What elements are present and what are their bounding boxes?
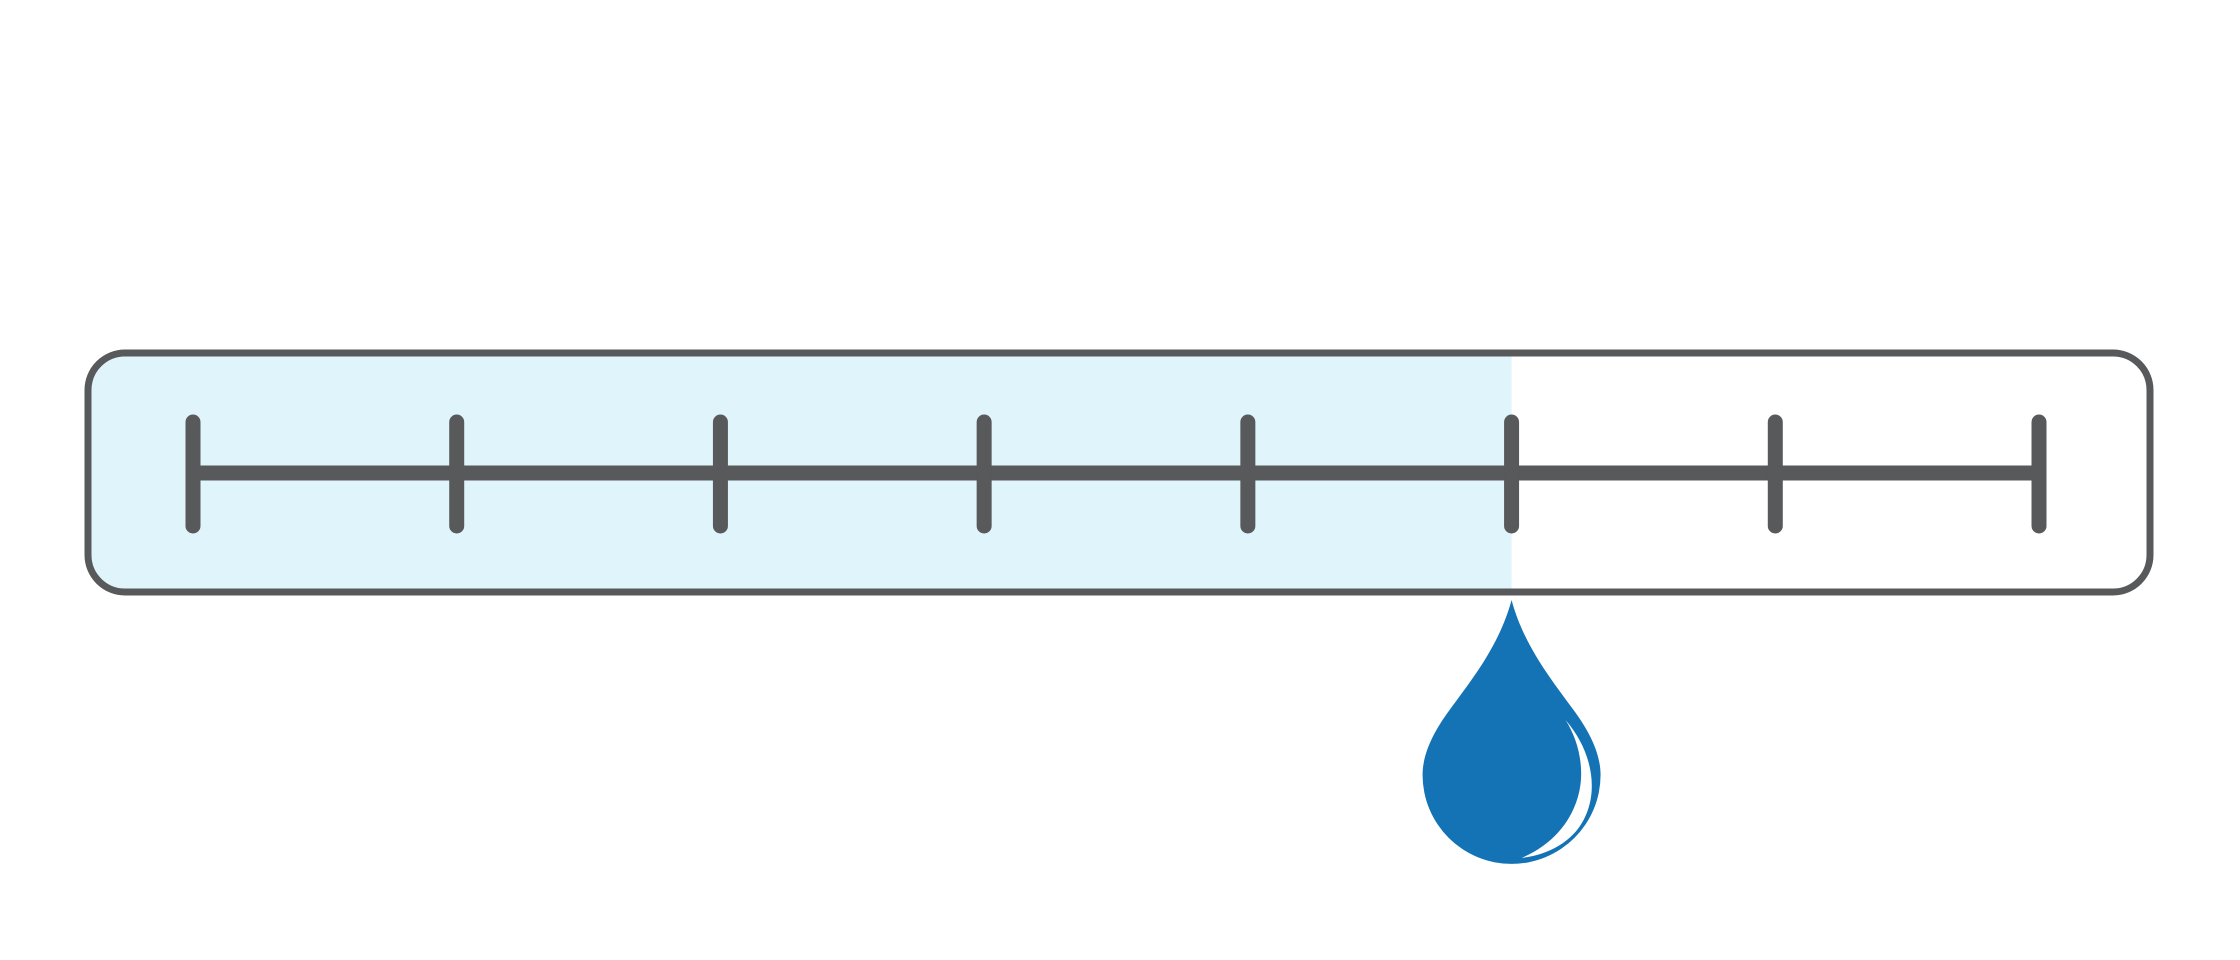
scale-ticks	[185, 414, 2047, 534]
water-drop-icon	[1422, 600, 1601, 864]
water-drop-body	[1422, 600, 1601, 864]
water-drop-highlight	[1521, 720, 1592, 858]
gauge-outline	[84, 349, 2154, 596]
